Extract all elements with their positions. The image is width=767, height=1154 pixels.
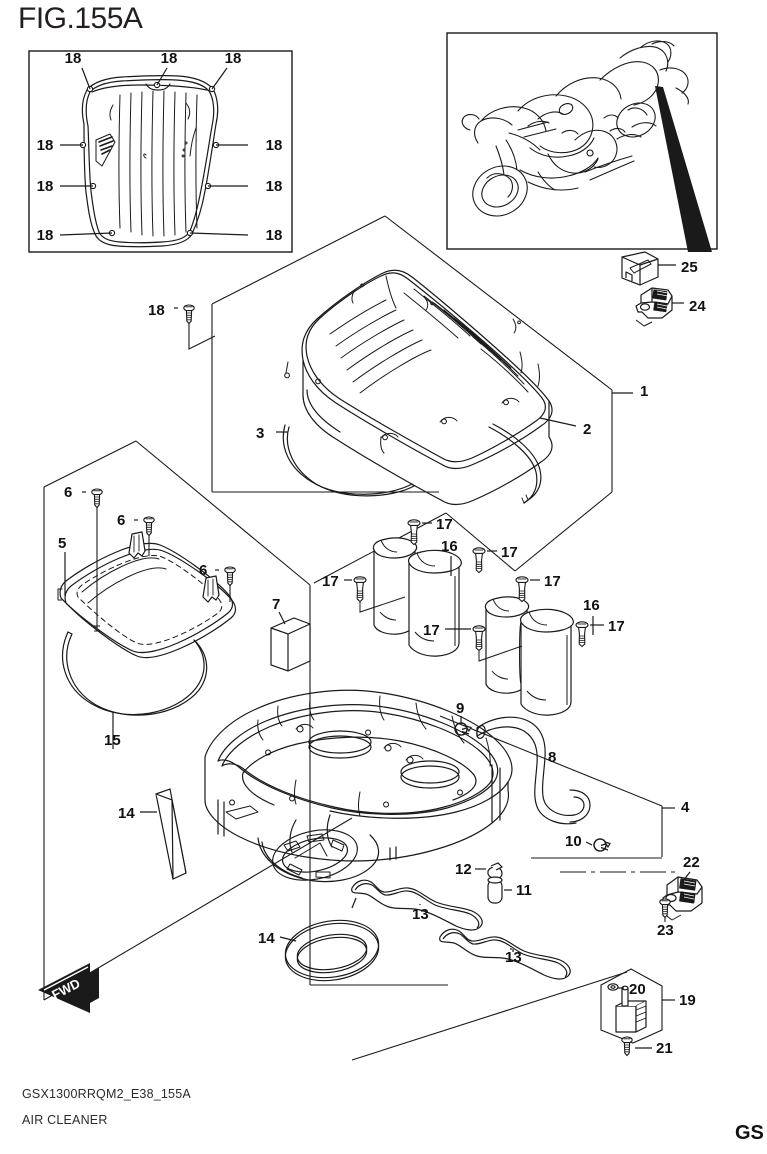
- air-cleaner-cover-main: [284, 269, 553, 506]
- callout-22: 22: [683, 854, 700, 871]
- callout-6a: 6: [64, 484, 72, 501]
- callout-24: 24: [689, 298, 706, 315]
- leader-connector: [658, 264, 684, 304]
- air-cleaner-cover-drawing: [81, 74, 219, 248]
- funnel-screws: [344, 519, 604, 662]
- callout-21: 21: [656, 1040, 673, 1057]
- callout-20: 20: [629, 981, 646, 998]
- group-box-filter: [43, 440, 311, 1000]
- leader-funnels: [450, 556, 594, 635]
- leader-drain: [475, 868, 512, 891]
- cover-screw-item: [174, 304, 216, 350]
- callout-18-h: 18: [37, 227, 54, 244]
- leader-filter: [64, 552, 114, 749]
- leader-upper: [276, 392, 633, 433]
- callout-15: 15: [104, 732, 121, 749]
- callout-17b: 17: [501, 544, 518, 561]
- callout-19: 19: [679, 992, 696, 1009]
- callout-7: 7: [272, 596, 280, 613]
- wire-clamp-assembly: [662, 876, 703, 921]
- filter-screws: [82, 488, 236, 632]
- callout-1: 1: [640, 383, 648, 400]
- callout-18-c: 18: [225, 50, 242, 67]
- callout-18-b: 18: [161, 50, 178, 67]
- group-box-upper: [211, 215, 613, 493]
- callout-numbers: 1 2 3 4 5 6 6 6 7 8 9 10 11 12 13 13 14 …: [58, 259, 706, 1057]
- leader-gaskets: [351, 897, 514, 952]
- fwd-direction-marker: FWD: [38, 963, 99, 1013]
- callout-14a: 14: [118, 805, 135, 822]
- footer-part-code: GSX1300RRQM2_E38_155A: [22, 1087, 191, 1101]
- callout-3: 3: [256, 425, 264, 442]
- inset-callout-labels: 18 18 18 18 18 18 18 18 18: [37, 50, 283, 244]
- callout-10: 10: [565, 833, 582, 850]
- callout-25: 25: [681, 259, 698, 276]
- leader-sensor: [618, 987, 675, 1049]
- callout-2: 2: [583, 421, 591, 438]
- inset-cover-detail: 18 18 18 18 18 18 18 18 18: [28, 50, 293, 253]
- callout-18-f: 18: [37, 178, 54, 195]
- air-filter-element: [57, 531, 237, 716]
- connector-parts: [621, 251, 673, 327]
- callout-18-e: 18: [266, 137, 283, 154]
- group-box-lower: [43, 715, 663, 1001]
- intake-funnel-pair-a: [372, 537, 462, 657]
- callout-17f: 17: [608, 618, 625, 635]
- cover-seal-strips: [282, 423, 542, 504]
- leader-item-7: [278, 611, 286, 625]
- callout-18-a: 18: [65, 50, 82, 67]
- iap-sensor-group-box: [600, 968, 663, 1044]
- callout-13b: 13: [505, 949, 522, 966]
- brand-mark: GS: [735, 1122, 764, 1144]
- intake-duct-seal-item: [284, 919, 380, 982]
- bracket-screw-item: [659, 898, 671, 922]
- callout-18-main: 18: [148, 302, 165, 319]
- callout-16b: 16: [583, 597, 600, 614]
- seal-strip-item: [155, 788, 187, 880]
- callout-11: 11: [516, 882, 532, 899]
- callout-18-d: 18: [37, 137, 54, 154]
- callout-18-g: 18: [266, 178, 283, 195]
- iap-sensor: [607, 983, 647, 1033]
- case-gaskets: [351, 879, 571, 980]
- callout-16a: 16: [441, 538, 458, 555]
- locator-pointer-wedge: [655, 86, 712, 252]
- callout-8: 8: [548, 749, 556, 766]
- callout-14b: 14: [258, 930, 275, 947]
- footer-section-name: AIR CLEANER: [22, 1113, 108, 1127]
- callout-9: 9: [456, 700, 464, 717]
- callout-17d: 17: [544, 573, 561, 590]
- callout-17a: 17: [436, 516, 453, 533]
- callout-5: 5: [58, 535, 66, 552]
- drain-plug-assembly: [487, 862, 504, 904]
- page-title: FIG.155A: [18, 2, 143, 35]
- leader-clamp: [682, 871, 691, 882]
- cover-leader-lines: [59, 67, 249, 236]
- hose-clamp-parts: [454, 716, 611, 852]
- callout-17c: 17: [322, 573, 339, 590]
- callout-6c: 6: [199, 562, 207, 579]
- group-box-funnels: [313, 491, 613, 584]
- breather-hose-assembly: [476, 716, 591, 825]
- sensor-screw-item: [621, 1036, 633, 1057]
- callout-6b: 6: [117, 512, 125, 529]
- inset-motorcycle-locator: [446, 32, 718, 252]
- intake-funnel-pair-b: [484, 596, 574, 716]
- callout-17e: 17: [423, 622, 440, 639]
- callout-12: 12: [455, 861, 472, 878]
- motorcycle-line-art: [461, 40, 689, 217]
- callout-4: 4: [681, 799, 690, 816]
- leader-seal-strips: [140, 811, 297, 942]
- filter-block-item: [270, 617, 311, 672]
- callout-18-i: 18: [266, 227, 283, 244]
- group-box-lower-right: [351, 871, 676, 1061]
- air-cleaner-lower-case: [204, 689, 513, 883]
- callout-23: 23: [657, 922, 674, 939]
- callout-13a: 13: [412, 906, 429, 923]
